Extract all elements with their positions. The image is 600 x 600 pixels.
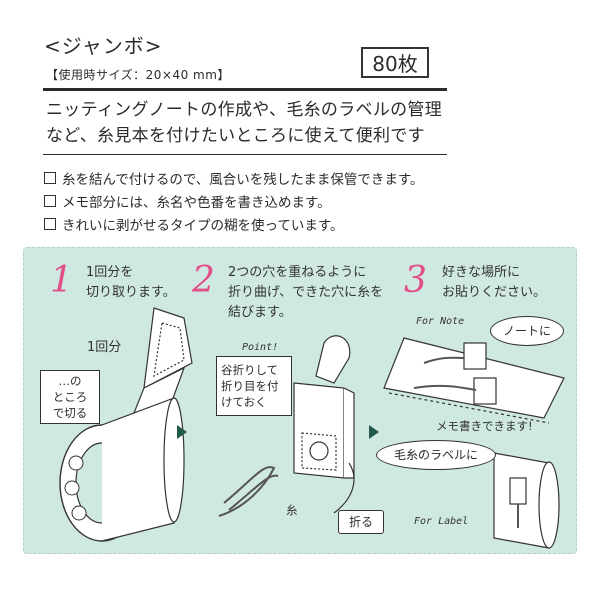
step-3-number: 3	[404, 260, 427, 301]
checkbox-icon	[44, 171, 56, 184]
step-2-number: 2	[192, 260, 215, 301]
one-piece-label: 1回分	[87, 340, 122, 355]
instruction-illustration	[59, 307, 565, 549]
divider-thin	[43, 154, 447, 155]
feature-text: 糸を結んで付けるので、風合いを残したまま保管できます。	[62, 171, 424, 188]
description-line-1: ニッティングノートの作成や、毛糸のラベルの管理	[46, 100, 443, 120]
checkbox-icon	[44, 194, 56, 207]
thread-label: 糸	[286, 503, 298, 517]
arrow-right-icon	[177, 425, 187, 439]
step-2-line-2: 折り曲げ、できた穴に糸を	[228, 285, 384, 300]
product-title: <ジャンボ>	[44, 34, 163, 58]
description-line-2: など、糸見本を付けたいところに使えて便利です	[46, 126, 425, 146]
step-2-line-1: 2つの穴を重ねるように	[228, 265, 367, 280]
point-label: Point!	[242, 342, 279, 353]
thread-illustration	[218, 466, 279, 517]
cut-here-box: …の ところ で切る	[40, 370, 100, 424]
size-info: 【使用時サイズ：20×40 mm】	[46, 68, 230, 82]
notebook-illustration	[383, 337, 565, 424]
fold-illustration	[293, 335, 355, 479]
step-1-text: 1回分を 切り取ります。	[86, 263, 176, 303]
to-yarn-label-bubble: 毛糸のラベルに	[376, 440, 496, 470]
feature-list: 糸を結んで付けるので、風合いを残したまま保管できます。 メモ部分には、糸名や色番…	[44, 166, 424, 235]
step-2-line-3: 結びます。	[228, 305, 292, 320]
step-1-number: 1	[50, 260, 73, 301]
how-to-panel: 1 1回分を 切り取ります。 2 2つの穴を重ねるように 折り曲げ、できた穴に糸…	[23, 247, 577, 554]
feature-item: きれいに剥がせるタイプの糊を使っています。	[44, 212, 424, 235]
step-2-text: 2つの穴を重ねるように 折り曲げ、できた穴に糸を 結びます。	[228, 263, 383, 323]
valley-fold-line-2: 折り目を付	[221, 379, 279, 393]
checkbox-icon	[44, 217, 56, 230]
for-label-label: For Label	[414, 516, 469, 527]
step-3-line-2: お貼りください。	[442, 285, 547, 300]
tape-roll-icon	[59, 397, 185, 542]
fold-label: 折る	[338, 510, 384, 534]
feature-item: 糸を結んで付けるので、風合いを残したまま保管できます。	[44, 166, 424, 189]
step-1-line-1: 1回分を	[86, 265, 134, 280]
feature-item: メモ部分には、糸名や色番を書き込めます。	[44, 189, 424, 212]
divider-thick	[43, 88, 447, 91]
step-3-text: 好きな場所に お貼りください。	[442, 263, 546, 303]
fold-arrow-icon	[333, 462, 355, 514]
valley-fold-line-1: 谷折りして	[221, 363, 279, 377]
memo-writable-label: メモ書きできます!	[436, 419, 533, 433]
arrow-right-icon	[369, 425, 379, 439]
count-badge: 80枚	[361, 47, 429, 78]
cut-here-line-1: …の	[58, 374, 82, 388]
description: ニッティングノートの作成や、毛糸のラベルの管理 など、糸見本を付けたいところに使…	[46, 97, 442, 149]
feature-text: きれいに剥がせるタイプの糊を使っています。	[62, 217, 344, 234]
step-1-line-2: 切り取ります。	[86, 285, 176, 300]
valley-fold-line-3: けておく	[221, 395, 267, 409]
cut-here-line-2: ところ	[52, 390, 88, 404]
feature-text: メモ部分には、糸名や色番を書き込めます。	[62, 194, 331, 211]
yarn-label-illustration	[493, 452, 560, 549]
to-notebook-bubble: ノートに	[490, 316, 564, 346]
valley-fold-box: 谷折りして 折り目を付 けておく	[216, 356, 292, 416]
step-3-line-1: 好きな場所に	[442, 265, 521, 280]
for-note-label: For Note	[416, 316, 465, 327]
cut-here-line-3: で切る	[52, 406, 88, 420]
